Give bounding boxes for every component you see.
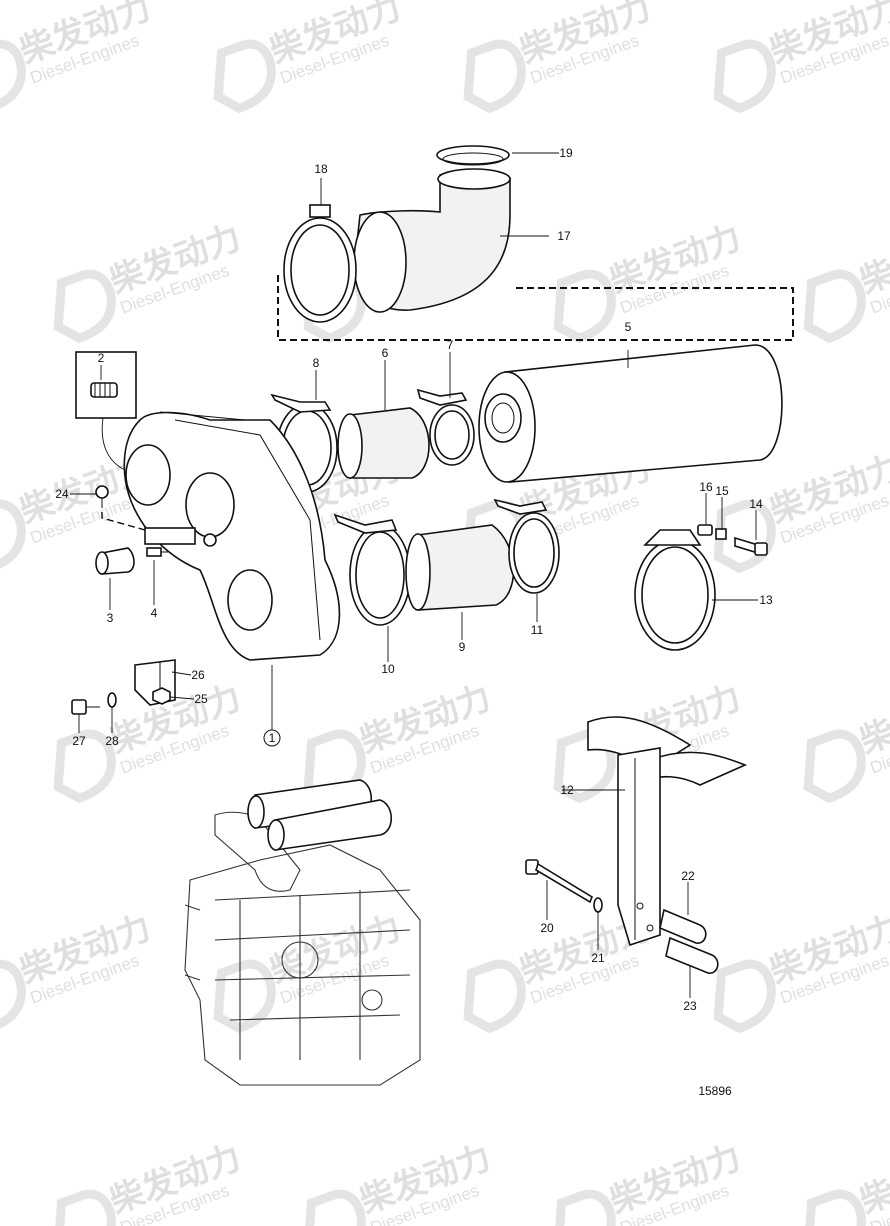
drawing-number: 15896 [698,1084,732,1098]
callout-19: 19 [559,146,573,160]
callout-3: 3 [107,611,114,625]
watermark-logo-icon [803,729,866,804]
nut-15 [715,528,727,540]
watermark-logo-icon [303,1189,366,1226]
callout-27: 27 [72,734,86,748]
callout-21: 21 [591,951,605,965]
callout-10: 10 [381,662,395,676]
hose-clamp-19 [436,145,510,166]
watermark-logo-icon [463,959,526,1034]
callout-28: 28 [105,734,119,748]
callout-15: 15 [715,484,729,498]
callout-9: 9 [459,640,466,654]
callout-20: 20 [540,921,554,935]
watermark-logo-icon [713,39,776,114]
hose-clamp-10 [333,513,411,626]
support-bracket-12 [587,716,748,947]
callout-14: 14 [749,497,763,511]
callout-25: 25 [194,692,208,706]
callout-5: 5 [625,320,632,334]
callout-16: 16 [699,480,713,494]
silencer-5 [478,344,783,483]
hose-6 [337,407,430,479]
callout-26: 26 [191,668,205,682]
callout-6: 6 [382,346,389,360]
callout-12: 12 [560,783,574,797]
detail-inset-2 [75,351,137,471]
watermark-logo-icon [0,39,26,114]
spacer-16 [697,524,713,536]
watermark-logo-icon [713,499,776,574]
callout-24: 24 [55,487,69,501]
hose-9 [405,524,515,611]
callout-8: 8 [313,356,320,370]
callout-13: 13 [759,593,773,607]
watermark-logo-icon [213,959,276,1034]
watermark-logo-icon [713,959,776,1034]
engine-overview-sketch [184,779,421,1086]
callout-1: 1 [269,731,276,745]
air-cleaner-housing-1 [123,411,341,661]
washer-28 [107,692,117,708]
watermark-logo-icon [53,729,116,804]
nipple-4 [146,547,168,557]
watermark-logo-icon [53,269,116,344]
callout-17: 17 [557,229,571,243]
callout-22: 22 [681,869,695,883]
strap-clamp-13 [634,529,716,651]
watermark-logo-icon [463,39,526,114]
watermark-logo-icon [213,39,276,114]
watermark-logo-icon [553,1189,616,1226]
watermark-logo-icon [803,269,866,344]
bolt-14 [734,536,768,556]
callout-labels: 1 2 3 4 5 6 7 8 9 10 11 12 13 14 15 16 1… [55,146,773,1013]
elbow-hose-17 [353,168,511,313]
spacer-23 [665,936,719,974]
spacer-22 [659,908,707,944]
watermark-logo-icon [0,499,26,574]
nut-25 [152,687,171,705]
leader-lines [70,152,758,998]
hose-clamp-7 [416,388,475,466]
callout-4: 4 [151,606,158,620]
bolt-24 [95,485,146,531]
callout-7: 7 [447,338,454,352]
bolt-27 [71,699,100,715]
watermark-logo-icon [53,1189,116,1226]
watermark-logo-icon [0,959,26,1034]
callout-18: 18 [314,162,328,176]
callout-23: 23 [683,999,697,1013]
watermark-logo-icon [553,269,616,344]
callout-2: 2 [98,351,105,365]
watermark-logo-icon [803,1189,866,1226]
hose-clamp-18 [283,204,357,323]
callout-11: 11 [531,623,544,637]
bolt-20 [525,859,593,904]
washer-21 [593,897,603,913]
cap-3 [95,547,135,575]
hose-clamp-11 [493,498,560,594]
